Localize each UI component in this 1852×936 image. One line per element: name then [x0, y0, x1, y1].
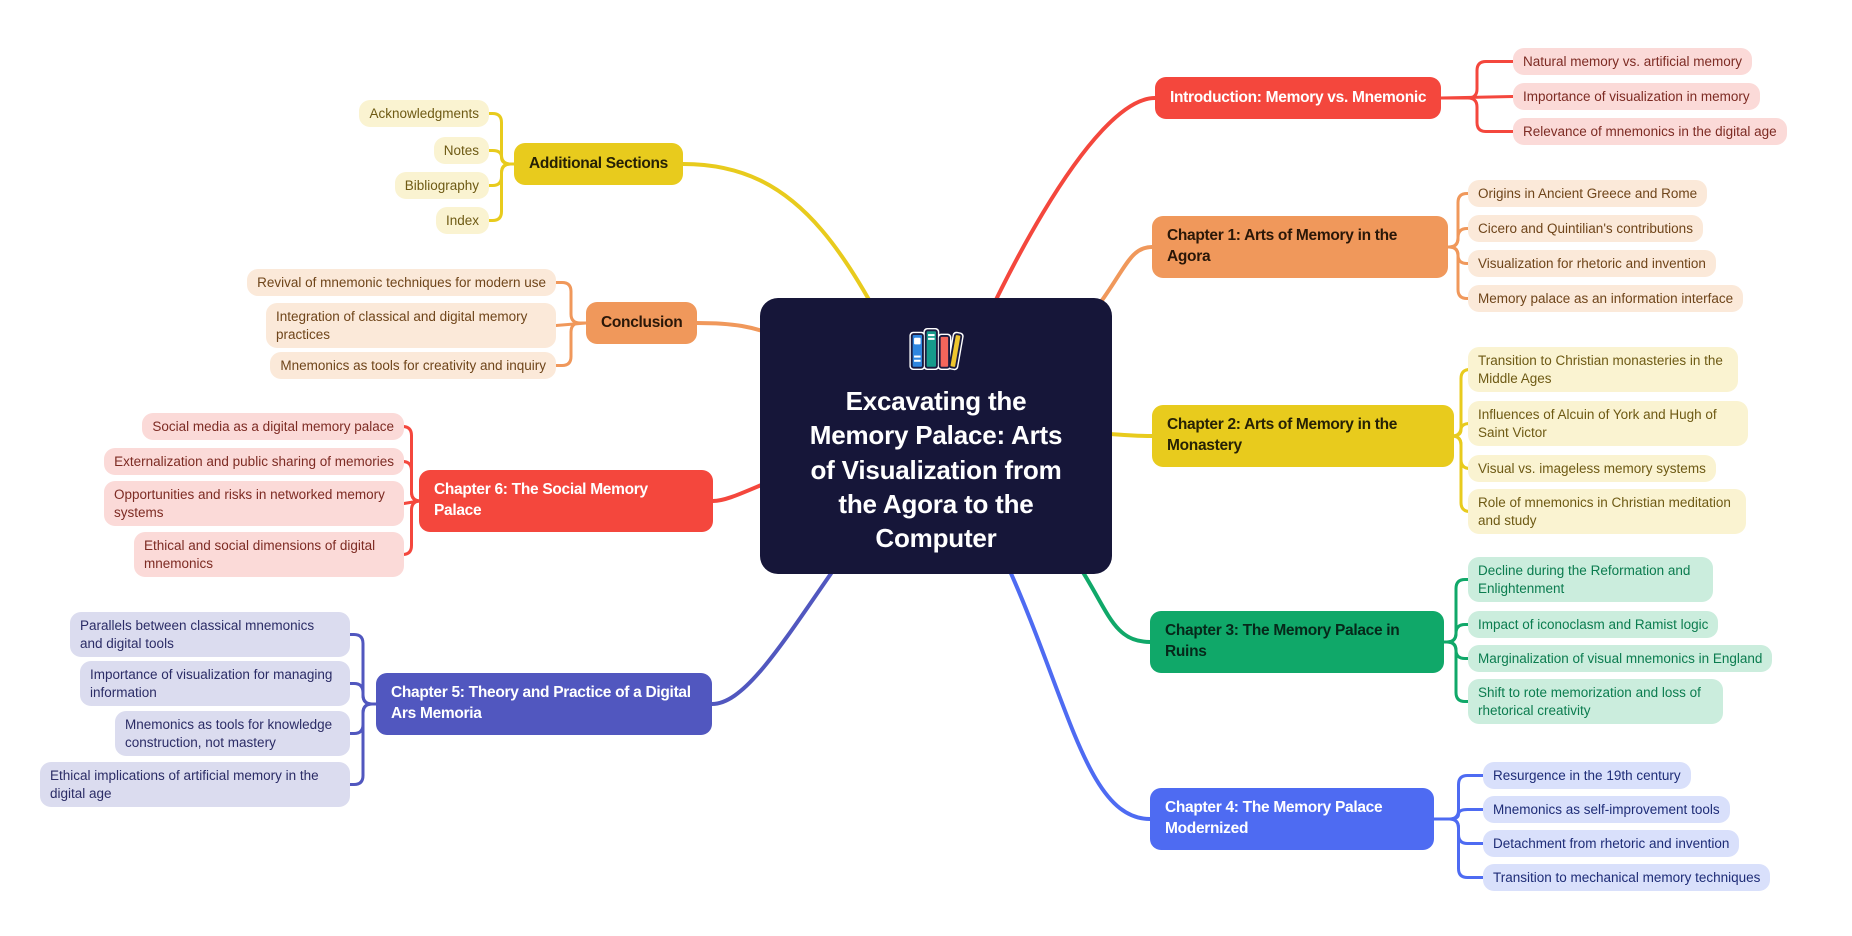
topic-pill[interactable]: Bibliography [394, 172, 489, 199]
central-title: Excavating the Memory Palace: Arts of Vi… [809, 386, 1063, 554]
branch-node-chapter-5[interactable]: Chapter 5: Theory and Practice of a Digi… [376, 673, 712, 735]
topic-pill[interactable]: Cicero and Quintilian's contributions [1468, 215, 1703, 242]
topic-pill[interactable]: Acknowledgments [359, 100, 489, 127]
branch-node-additional-sections[interactable]: Additional Sections [514, 143, 683, 185]
topic-pill[interactable]: Mnemonics as self-improvement tools [1483, 796, 1730, 823]
topic-pill[interactable]: Mnemonics as tools for creativity and in… [270, 352, 556, 379]
topic-pill[interactable]: Importance of visualization in memory [1513, 83, 1760, 110]
topic-pill[interactable]: Integration of classical and digital mem… [266, 303, 556, 348]
topic-pill[interactable]: Ethical and social dimensions of digital… [134, 532, 404, 577]
topic-pill[interactable]: Opportunities and risks in networked mem… [104, 481, 404, 526]
topic-pill[interactable]: Resurgence in the 19th century [1483, 762, 1691, 789]
topic-pill[interactable]: Transition to Christian monasteries in t… [1468, 347, 1738, 392]
branch-node-introduction[interactable]: Introduction: Memory vs. Mnemonic [1155, 77, 1442, 119]
branch-node-chapter-4[interactable]: Chapter 4: The Memory Palace Modernized [1150, 788, 1434, 850]
branch-node-conclusion[interactable]: Conclusion [586, 302, 698, 344]
topic-pill[interactable]: Shift to rote memorization and loss of r… [1468, 679, 1723, 724]
topic-pill[interactable]: Mnemonics as tools for knowledge constru… [115, 711, 350, 756]
topic-pill[interactable]: Relevance of mnemonics in the digital ag… [1513, 118, 1787, 145]
branch-node-chapter-2[interactable]: Chapter 2: Arts of Memory in the Monaste… [1152, 405, 1454, 467]
topic-pill[interactable]: Importance of visualization for managing… [80, 661, 350, 706]
topic-pill[interactable]: Externalization and public sharing of me… [104, 448, 404, 475]
topic-pill[interactable]: Influences of Alcuin of York and Hugh of… [1468, 401, 1748, 446]
topic-pill[interactable]: Parallels between classical mnemonics an… [70, 612, 350, 657]
topic-pill[interactable]: Index [435, 207, 489, 234]
topic-pill[interactable]: Marginalization of visual mnemonics in E… [1468, 645, 1773, 672]
topic-pill[interactable]: Visualization for rhetoric and invention [1468, 250, 1716, 277]
topic-pill[interactable]: Visual vs. imageless memory systems [1468, 455, 1716, 482]
books-icon [909, 328, 964, 371]
topic-pill[interactable]: Impact of iconoclasm and Ramist logic [1468, 611, 1719, 638]
topic-pill[interactable]: Ethical implications of artificial memor… [40, 762, 350, 807]
topic-pill[interactable]: Detachment from rhetoric and invention [1483, 830, 1740, 857]
central-node[interactable]: Excavating the Memory Palace: Arts of Vi… [760, 298, 1112, 574]
topic-pill[interactable]: Origins in Ancient Greece and Rome [1468, 180, 1708, 207]
branch-node-chapter-1[interactable]: Chapter 1: Arts of Memory in the Agora [1152, 216, 1448, 278]
topic-pill[interactable]: Transition to mechanical memory techniqu… [1483, 864, 1771, 891]
topic-pill[interactable]: Decline during the Reformation and Enlig… [1468, 557, 1713, 602]
topic-pill[interactable]: Role of mnemonics in Christian meditatio… [1468, 489, 1746, 534]
topic-pill[interactable]: Notes [433, 137, 489, 164]
branch-node-chapter-6[interactable]: Chapter 6: The Social Memory Palace [419, 470, 713, 532]
topic-pill[interactable]: Natural memory vs. artificial memory [1513, 48, 1753, 75]
branch-node-chapter-3[interactable]: Chapter 3: The Memory Palace in Ruins [1150, 611, 1444, 673]
topic-pill[interactable]: Social media as a digital memory palace [142, 413, 404, 440]
topic-pill[interactable]: Memory palace as an information interfac… [1468, 285, 1744, 312]
topic-pill[interactable]: Revival of mnemonic techniques for moder… [247, 269, 556, 296]
